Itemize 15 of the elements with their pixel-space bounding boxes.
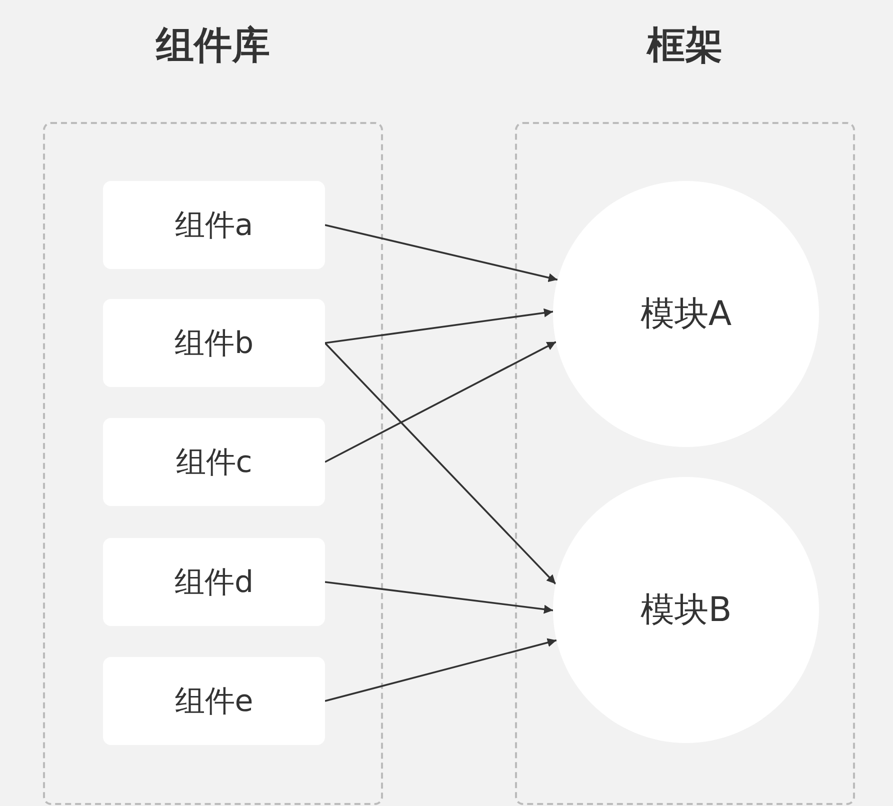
component-box: 组件a — [103, 181, 325, 269]
component-box: 组件d — [103, 538, 325, 626]
component-box: 组件e — [103, 657, 325, 745]
arrow — [324, 638, 557, 702]
arrow — [324, 341, 556, 463]
group-heading: 组件库 — [156, 26, 270, 64]
arrow — [324, 224, 558, 282]
arrow — [324, 342, 556, 584]
group-heading: 框架 — [647, 26, 723, 64]
component-box: 组件b — [103, 299, 325, 387]
arrow — [324, 581, 554, 614]
module-circle: 模块B — [553, 477, 819, 743]
module-circle: 模块A — [553, 181, 819, 447]
arrow — [324, 308, 554, 344]
component-box: 组件c — [103, 418, 325, 506]
